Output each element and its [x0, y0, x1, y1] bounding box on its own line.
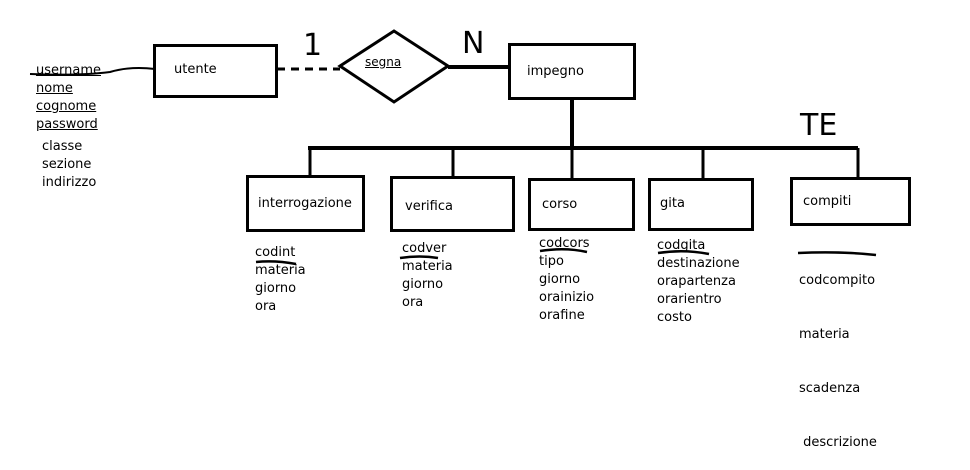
attribute-orainizio: orainizio — [539, 290, 595, 305]
attribute-destinazione: destinazione — [657, 256, 740, 271]
utente-attributes: username nome cognome password — [36, 62, 101, 134]
key-underline-codver — [399, 255, 439, 260]
attribute-costo: costo — [657, 310, 692, 325]
entity-compiti: compiti — [790, 177, 911, 226]
attribute-password: password — [36, 117, 98, 132]
attribute-tipo: tipo — [539, 254, 564, 269]
attribute-nome: nome — [36, 81, 73, 96]
entity-gita: gita — [648, 178, 754, 231]
attribute-sezione: sezione — [42, 157, 92, 172]
attribute-key-codver: codver — [402, 241, 447, 256]
entity-impegno-label: impegno — [527, 64, 584, 79]
entity-corso-label: corso — [542, 197, 578, 212]
key-underline-codint — [255, 260, 297, 266]
verifica-attributes: codver materia giorno ora — [402, 240, 453, 312]
utente-extra-attributes: classe sezione indirizzo — [42, 138, 96, 192]
cardinality-left: 1 — [303, 28, 323, 63]
attribute-descrizione: descrizione — [799, 435, 877, 450]
entity-verifica: verifica — [390, 176, 515, 232]
hierarchy-label: TE — [800, 108, 838, 143]
entity-utente: utente — [153, 44, 278, 98]
attribute-key-codcompito: codcompito — [799, 273, 876, 288]
attribute-key-codcors: codcors — [539, 236, 590, 251]
attribute-giorno: giorno — [255, 281, 297, 296]
compiti-attributes: codcompito materia scadenza descrizione — [799, 236, 877, 470]
entity-impegno: impegno — [508, 43, 636, 100]
attribute-ora: ora — [255, 299, 277, 314]
attribute-cognome: cognome — [36, 99, 97, 114]
attribute-ora: ora — [402, 295, 424, 310]
entity-interrogazione-label: interrogazione — [258, 196, 352, 211]
attribute-key-codgita: codgita — [657, 238, 706, 253]
attribute-materia: materia — [255, 263, 306, 278]
attribute-orarientro: orarientro — [657, 292, 722, 307]
attribute-scadenza: scadenza — [799, 381, 861, 396]
relationship-label: segna — [365, 55, 402, 69]
attribute-username: username — [36, 63, 101, 78]
attribute-indirizzo: indirizzo — [42, 175, 97, 190]
entity-gita-label: gita — [660, 196, 685, 211]
attribute-key-codint: codint — [255, 245, 296, 260]
attribute-orafine: orafine — [539, 308, 585, 323]
attribute-giorno: giorno — [402, 277, 444, 292]
attribute-materia: materia — [799, 327, 850, 342]
entity-verifica-label: verifica — [405, 199, 453, 214]
relationship-diamond — [337, 29, 451, 104]
key-underline-codcors — [539, 248, 588, 254]
username-connector — [29, 67, 156, 76]
diagram-lines — [29, 29, 877, 266]
attribute-giorno: giorno — [539, 272, 581, 287]
cardinality-right: N — [462, 26, 485, 61]
key-underline-codcompito — [797, 251, 877, 257]
attribute-orapartenza: orapartenza — [657, 274, 736, 289]
entity-corso: corso — [528, 178, 635, 231]
entity-utente-label: utente — [174, 62, 217, 77]
gita-attributes: codgita destinazione orapartenza orarien… — [657, 237, 740, 327]
entity-interrogazione: interrogazione — [246, 175, 365, 232]
interrogazione-attributes: codint materia giorno ora — [255, 244, 306, 316]
key-underline-codgita — [657, 250, 710, 256]
corso-attributes: codcors tipo giorno orainizio orafine — [539, 235, 594, 325]
entity-compiti-label: compiti — [803, 194, 852, 209]
attribute-classe: classe — [42, 139, 83, 154]
attribute-materia: materia — [402, 259, 453, 274]
